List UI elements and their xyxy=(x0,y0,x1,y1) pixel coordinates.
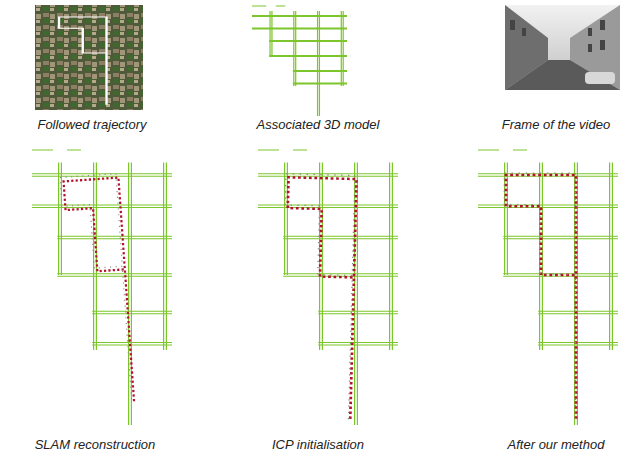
video-frame xyxy=(505,5,620,90)
slam-panel xyxy=(32,150,172,425)
panel-caption: Followed trajectory xyxy=(37,117,146,133)
satellite-image xyxy=(35,5,143,110)
icp-panel xyxy=(258,150,398,425)
panel-caption: ICP initialisation xyxy=(272,437,364,453)
panel-caption: Frame of the video xyxy=(502,117,610,133)
panel-caption: After our method xyxy=(508,437,605,453)
panel-caption: Associated 3D model xyxy=(257,117,380,133)
result-panel xyxy=(478,150,618,425)
street-model xyxy=(252,6,347,116)
panel-caption: SLAM reconstruction xyxy=(35,437,156,453)
